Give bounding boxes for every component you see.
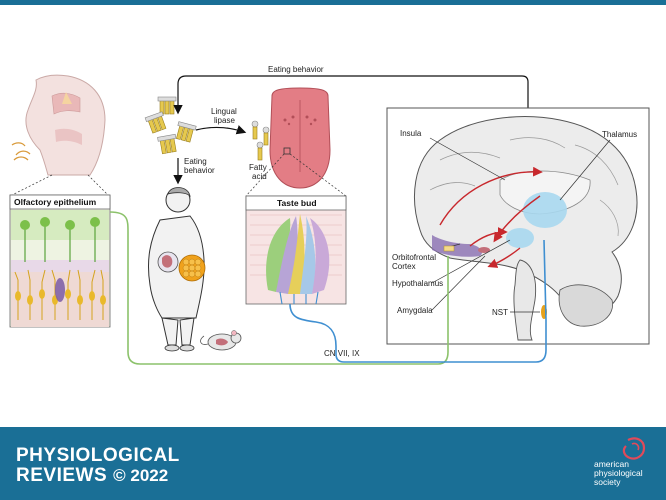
top-accent-bar: [0, 0, 666, 5]
copyright-year: © 2022: [113, 466, 169, 485]
orbitofrontal-label-1: Orbitofrontal: [392, 253, 436, 262]
olfactory-epithelium-panel: Olfactory epithelium: [9, 194, 111, 328]
thalamus-label: Thalamus: [602, 130, 637, 139]
nst-label: NST: [492, 308, 508, 317]
journal-line2-wrap: REVIEWS © 2022: [16, 466, 180, 486]
journal-line2: REVIEWS: [16, 465, 108, 486]
head-profile: [11, 74, 109, 196]
olfactory-nerve-path: [109, 211, 449, 365]
taste-bud-label: Taste bud: [277, 198, 317, 208]
society-line1: american: [594, 459, 629, 469]
lingual-lipase-arrow: [195, 125, 247, 135]
gustatory-nerve-path: [289, 239, 547, 363]
eating-behavior-top-label: Eating behavior: [268, 65, 324, 74]
journal-line1: PHYSIOLOGICAL: [16, 445, 180, 466]
lingual-label-2: lipase: [214, 116, 235, 125]
fatty-acid-label-2: acid: [252, 172, 267, 181]
orbitofrontal-label-2: Cortex: [392, 262, 416, 271]
brain-panel: Insula Thalamus Orbitofrontal Cortex Hyp…: [386, 107, 650, 345]
triglyceride-molecules: [144, 96, 197, 155]
society-line3: society: [594, 477, 621, 487]
cn-label: CN VII, IX: [324, 349, 360, 358]
insula-label: Insula: [400, 129, 422, 138]
amygdala-label: Amygdala: [397, 306, 433, 315]
fatty-acid-label-1: Fatty: [249, 163, 267, 172]
taste-bud-panel: Taste bud: [245, 195, 347, 305]
nerve-marker-orbitofrontal: [443, 245, 455, 252]
eating-behavior-left-label-2: behavior: [184, 166, 215, 175]
person-figure: [147, 187, 206, 352]
lingual-label-1: Lingual: [211, 107, 237, 116]
aps-logo-icon: [622, 437, 646, 460]
society-line2: physiological: [594, 468, 643, 478]
journal-title: PHYSIOLOGICAL REVIEWS © 2022: [16, 446, 180, 486]
footer-bar: PHYSIOLOGICAL REVIEWS © 2022: [0, 427, 666, 500]
eating-behavior-top-arrow: [173, 75, 529, 115]
figure-diagram: Olfactory epithelium Eating behavior Lin…: [9, 65, 650, 365]
society-name: american physiological society: [594, 460, 643, 487]
eating-behavior-left-label-1: Eating: [184, 157, 207, 166]
tongue: [269, 87, 331, 189]
fatty-acid-molecules: [251, 120, 270, 161]
mouse-figure: [200, 330, 242, 351]
olfactory-epithelium-label: Olfactory epithelium: [14, 197, 97, 207]
hypothalamus-label: Hypothalamus: [392, 279, 443, 288]
